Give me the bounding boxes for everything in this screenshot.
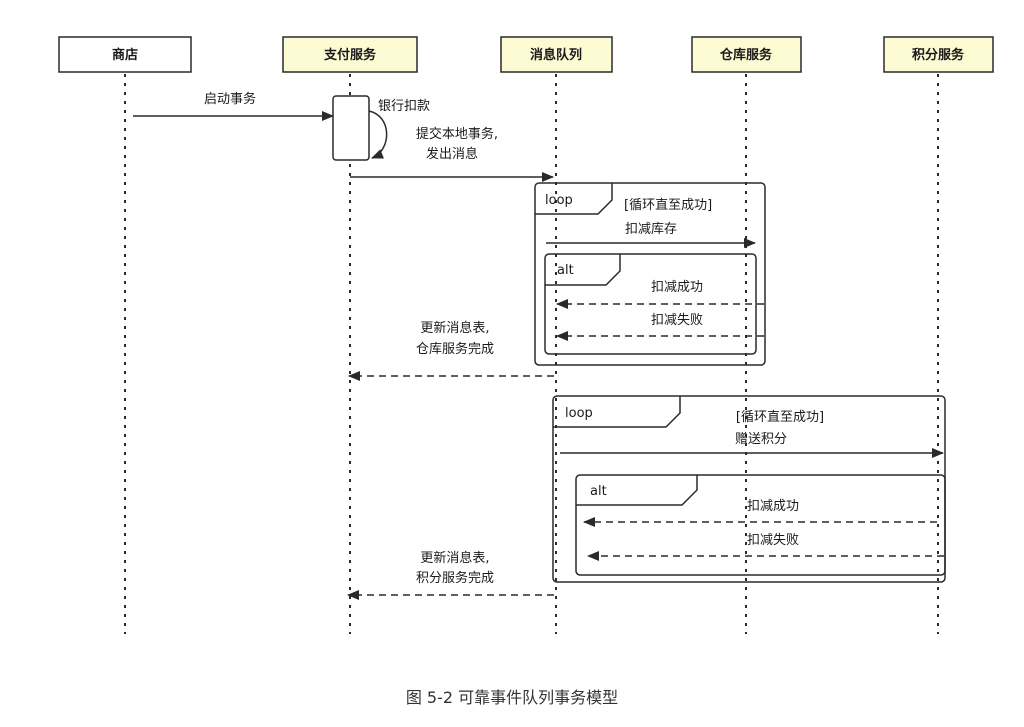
participant-box-shop [58, 36, 192, 73]
alt-frame-tab-2 [576, 475, 698, 506]
participant-warehouse: 仓库服务 [691, 36, 802, 73]
participant-points: 积分服务 [883, 36, 994, 73]
loop-frame-warehouse: loop [循环直至成功] [534, 182, 766, 366]
loop-guard-label: [循环直至成功] [624, 198, 712, 213]
participant-box-points [883, 36, 994, 73]
participant-box-mq [500, 36, 613, 73]
note-commit-line2: 发出消息 [426, 146, 478, 162]
participant-label-pay: 支付服务 [323, 47, 377, 63]
reply-update-pts-line1: 更新消息表, [420, 550, 489, 566]
message-deduct-stock-label: 扣减库存 [625, 221, 677, 237]
participant-label-shop: 商店 [112, 47, 138, 63]
alt-operator-label-2: alt [590, 484, 607, 499]
self-message-bank-debit-label: 银行扣款 [378, 99, 430, 114]
participant-box-pay [282, 36, 418, 73]
figure-caption: 图 5-2 可靠事件队列事务模型 [405, 688, 619, 707]
message-give-points-label: 赠送积分 [735, 432, 787, 447]
participant-box-warehouse [691, 36, 802, 73]
alt-operator-label: alt [557, 263, 574, 278]
participant-pay: 支付服务 [282, 36, 418, 73]
message-start-tx-label: 启动事务 [204, 91, 256, 107]
loop-operator-label: loop [545, 193, 573, 208]
alt-frame-points: alt [575, 474, 946, 576]
reply-deduct-success-1-label: 扣减成功 [651, 280, 703, 295]
self-message-bank-debit [368, 110, 388, 159]
participant-label-warehouse: 仓库服务 [719, 47, 773, 63]
loop-operator-label-2: loop [565, 406, 593, 421]
participant-label-points: 积分服务 [912, 47, 965, 63]
reply-update-pts-line2: 积分服务完成 [416, 570, 494, 586]
alt-frame-tab [545, 254, 621, 286]
reply-deduct-fail-2-label: 扣减失败 [747, 533, 799, 548]
note-commit-line1: 提交本地事务, [416, 126, 498, 142]
activation-box-pay [332, 95, 370, 161]
alt-frame-warehouse: alt [544, 253, 757, 355]
participant-mq: 消息队列 [500, 36, 613, 73]
alt-frame-box [544, 253, 757, 355]
loop-frame-box [534, 182, 766, 366]
loop-frame-tab-2 [553, 396, 681, 428]
participant-label-mq: 消息队列 [530, 47, 582, 63]
reply-update-wh-line2: 仓库服务完成 [416, 341, 494, 357]
reply-deduct-success-2-label: 扣减成功 [747, 499, 799, 514]
reply-update-wh-line1: 更新消息表, [420, 320, 489, 336]
reply-deduct-fail-1-label: 扣减失败 [651, 313, 703, 328]
participant-shop: 商店 [58, 36, 192, 73]
alt-frame-box-2 [575, 474, 946, 576]
loop-guard-label-2: [循环直至成功] [736, 410, 824, 425]
loop-frame-points: loop [循环直至成功] [552, 395, 946, 583]
loop-frame-tab [535, 183, 613, 215]
